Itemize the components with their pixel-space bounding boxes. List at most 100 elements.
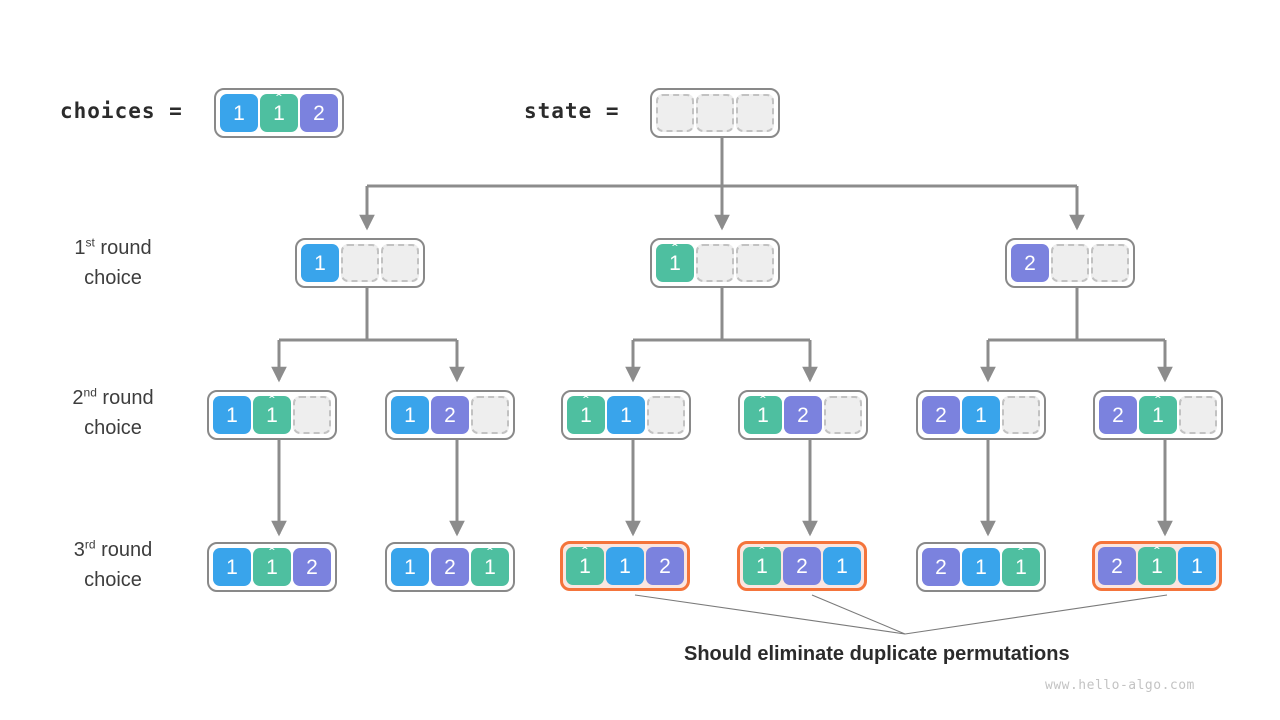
site-watermark: www.hello-algo.com: [1045, 678, 1195, 693]
node-r3-c2-slot-2-value-2: 2: [431, 548, 469, 586]
node-r3-c2-slot-1-value-1: 1: [391, 548, 429, 586]
node-r2-c5-slot-3-empty: [1002, 396, 1040, 434]
number-base: 1: [266, 555, 278, 579]
row-1-line-1: 1st round: [74, 235, 152, 259]
node-r2-c2-slot-2-value-2: 2: [431, 396, 469, 434]
node-r3-c5-slot-2-value-1: 1: [962, 548, 1000, 586]
number-base: 1: [1151, 554, 1163, 578]
number-base: 1: [1152, 403, 1164, 427]
circumflex-accent-icon: ˆ: [583, 392, 589, 412]
node-r3-c6-slot-1-value-2: 2: [1098, 547, 1136, 585]
circumflex-accent-icon: ˆ: [269, 544, 275, 564]
row-2-line-2: choice: [84, 417, 142, 439]
circumflex-accent-icon: ˆ: [1155, 392, 1161, 412]
circumflex-accent-icon: ˆ: [269, 392, 275, 412]
node-r1-c3-slot-1-value-2: 2: [1011, 244, 1049, 282]
choices-array-slot-1-value-1: 1: [220, 94, 258, 132]
node-r1-c1: 1: [295, 238, 425, 288]
state-array-slot-3-empty: [736, 94, 774, 132]
node-r3-c4-slot-3-value-1: 1: [823, 547, 861, 585]
state-array-slot-1-empty: [656, 94, 694, 132]
row-3-line-1: 3rd round: [73, 537, 153, 561]
circumflex-accent-icon: ˆ: [582, 543, 588, 563]
number-base: 1: [266, 403, 278, 427]
state-array: [650, 88, 780, 138]
row-2-line-1: 2nd round: [72, 385, 154, 409]
row-label-round-3: 3rd round choice: [18, 535, 208, 595]
choices-array-slot-3-value-2: 2: [300, 94, 338, 132]
node-r1-c1-slot-1-value-1: 1: [301, 244, 339, 282]
node-r2-c6-slot-3-empty: [1179, 396, 1217, 434]
circumflex-accent-icon: ˆ: [672, 240, 678, 260]
number-base: 1: [669, 251, 681, 275]
circumflex-accent-icon: ˆ: [759, 543, 765, 563]
node-r3-c1-slot-3-value-2: 2: [293, 548, 331, 586]
node-r3-c6-slot-3-value-1: 1: [1178, 547, 1216, 585]
choices-label: choices =: [60, 99, 183, 123]
circumflex-accent-icon: ˆ: [1154, 543, 1160, 563]
node-r2-c1-slot-3-empty: [293, 396, 331, 434]
duplicate-callout-caption: Should eliminate duplicate permutations: [684, 643, 1070, 665]
node-r2-c3-slot-2-value-1: 1: [607, 396, 645, 434]
circumflex-accent-icon: ˆ: [1018, 544, 1024, 564]
node-r2-c4-slot-3-empty: [824, 396, 862, 434]
node-r1-c1-slot-3-empty: [381, 244, 419, 282]
node-r1-c2-slot-3-empty: [736, 244, 774, 282]
node-r2-c2-slot-1-value-1: 1: [391, 396, 429, 434]
node-r3-c3-slot-3-value-2: 2: [646, 547, 684, 585]
number-base: 1: [1015, 555, 1027, 579]
number-base: 1: [580, 403, 592, 427]
number-base: 1: [756, 554, 768, 578]
circumflex-accent-icon: ˆ: [760, 392, 766, 412]
number-base: 1: [579, 554, 591, 578]
number-base: 1: [484, 555, 496, 579]
node-r2-c5-slot-2-value-1: 1: [962, 396, 1000, 434]
callout-leader-lines: [634, 594, 1168, 635]
node-r2-c5-slot-1-value-2: 2: [922, 396, 960, 434]
row-3-line-2: choice: [84, 569, 142, 591]
node-r2-c3-slot-3-empty: [647, 396, 685, 434]
node-r3-c3-slot-2-value-1: 1: [606, 547, 644, 585]
row-1-line-2: choice: [84, 267, 142, 289]
node-r2-c6-slot-1-value-2: 2: [1099, 396, 1137, 434]
node-r1-c3: 2: [1005, 238, 1135, 288]
row-label-round-2: 2nd round choice: [18, 383, 208, 443]
node-r3-c1-slot-1-value-1: 1: [213, 548, 251, 586]
node-r2-c1-slot-1-value-1: 1: [213, 396, 251, 434]
